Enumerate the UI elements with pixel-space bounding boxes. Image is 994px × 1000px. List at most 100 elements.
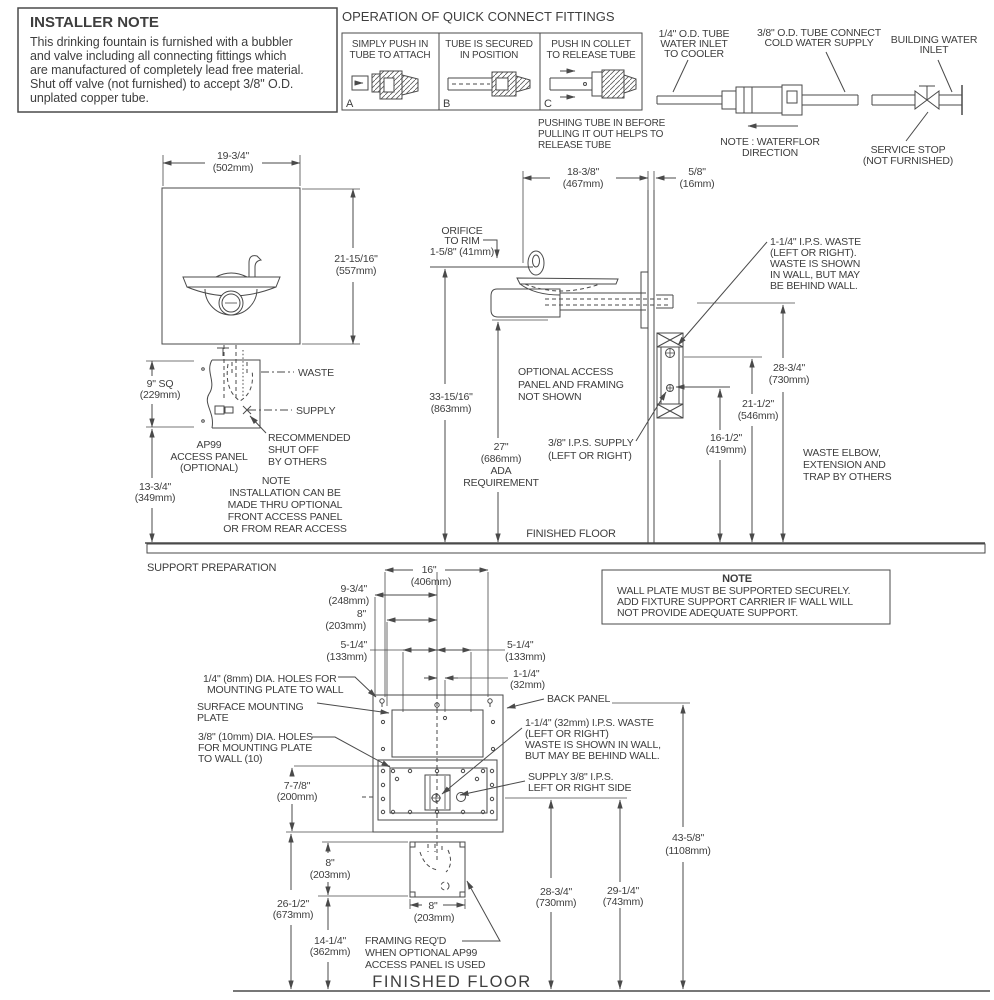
installer-note-line: This drinking fountain is furnished with… (30, 35, 293, 49)
dim-28-3-4-bottom-in: 28-3/4" (540, 886, 573, 898)
support-preparation-label: SUPPORT PREPARATION (147, 562, 277, 574)
access-panel-label: (OPTIONAL) (180, 462, 238, 474)
ada-label: REQUIREMENT (463, 477, 539, 489)
finished-floor-label-lower: FINISHED FLOOR (372, 973, 531, 991)
back-panel-label: BACK PANEL (547, 693, 611, 705)
installer-note-line: are manufactured of completely lead free… (30, 63, 304, 77)
dim-5-8-mm: (16mm) (680, 178, 715, 190)
waste-note-bottom: 1-1/4" (32mm) I.P.S. WASTE (525, 717, 654, 729)
dim-13-3-4-in: 13-3/4" (139, 481, 172, 493)
framing-note: WHEN OPTIONAL AP99 (365, 947, 477, 959)
waterflow-note: NOTE : WATERFLOR (720, 136, 820, 148)
building-inlet-label: BUILDING WATER (891, 34, 978, 46)
quarter-holes-note: 1/4" (8mm) DIA. HOLES FOR (203, 673, 337, 685)
dim-1-1-4-mm: (32mm) (510, 679, 545, 691)
dim-29-1-4-in: 29-1/4" (607, 885, 640, 897)
waste-elbow-note: EXTENSION AND (803, 459, 886, 471)
orifice-label: TO RIM (444, 235, 479, 247)
dim-1-1-4-in: 1-1/4" (513, 668, 540, 680)
front-view-linework (145, 155, 986, 554)
installer-note-line: and valve including all connecting fitti… (30, 49, 287, 63)
dim-5-1-4-right-in: 5-1/4" (507, 639, 534, 651)
dim-26-1-2-in: 26-1/2" (277, 898, 310, 910)
surface-plate-label: PLATE (197, 712, 229, 724)
panel-a-caption: SIMPLY PUSH IN (352, 39, 428, 50)
waterflow-note: DIRECTION (742, 147, 798, 159)
installer-note-title: INSTALLER NOTE (30, 14, 159, 31)
dim-5-8-in: 5/8" (688, 166, 706, 178)
dim-8-height-mm: (203mm) (310, 869, 351, 881)
dim-9sq-mm: (229mm) (140, 389, 181, 401)
installation-note-title: NOTE (262, 475, 291, 487)
supply-note: 3/8" I.P.S. SUPPLY (548, 437, 634, 449)
dim-9-3-4-mm: (248mm) (328, 595, 369, 607)
orifice-label: 1-5/8" (41mm) (430, 246, 494, 258)
dim-width-mm: (502mm) (213, 162, 254, 174)
three-eighths-holes-note: FOR MOUNTING PLATE (198, 742, 312, 754)
shutoff-note: RECOMMENDED (268, 432, 351, 444)
quick-connect-footnote: PUSHING TUBE IN BEFORE (538, 118, 666, 129)
dim-33-15-16-mm: (863mm) (431, 403, 472, 415)
dim-8-width-in: 8" (428, 900, 438, 912)
panel-a-caption: TUBE TO ATTACH (350, 50, 431, 61)
dim-29-1-4-mm: (743mm) (603, 896, 644, 908)
three-eighths-holes-note: TO WALL (10) (198, 753, 262, 765)
dim-width-in: 19-3/4" (217, 150, 250, 162)
dim-28-3-4-mm: (730mm) (769, 374, 810, 386)
dim-16-1-2-in: 16-1/2" (710, 432, 743, 444)
access-panel-label: AP99 (197, 439, 222, 451)
supply-label: SUPPLY (296, 405, 336, 417)
quick-connect-footnote: PULLING IT OUT HELPS TO (538, 129, 664, 140)
quick-connect-panels (341, 32, 643, 111)
dim-height-mm: (557mm) (336, 265, 377, 277)
waste-note-bottom: (LEFT OR RIGHT) (525, 728, 609, 740)
dim-14-1-4-mm: (362mm) (310, 946, 351, 958)
dim-8-width-mm: (203mm) (414, 912, 455, 924)
dim-7-7-8-mm: (200mm) (277, 791, 318, 803)
bottom-view-labels: 16" (406mm) 9-3/4" (248mm) 8" (203mm) 5-… (197, 564, 711, 991)
dim-28-3-4-in: 28-3/4" (773, 362, 806, 374)
waste-note: IN WALL, BUT MAY (770, 269, 860, 281)
installation-note-line: FRONT ACCESS PANEL (228, 511, 343, 523)
panel-c-letter: C (544, 98, 552, 110)
cold-water-label: COLD WATER SUPPLY (764, 37, 873, 49)
dim-5-1-4-left-mm: (133mm) (326, 651, 367, 663)
dim-9sq-in: 9" SQ (147, 378, 174, 390)
side-view-linework (430, 171, 795, 543)
installer-note-box (17, 7, 338, 113)
installer-note-text: INSTALLER NOTE This drinking fountain is… (30, 14, 304, 105)
inlet-diagram-labels: 1/4" O.D. TUBE WATER INLET TO COOLER 3/8… (659, 27, 978, 167)
dim-16-in: 16" (422, 564, 437, 576)
dim-7-7-8-in: 7-7/8" (284, 780, 311, 792)
dim-8-height-in: 8" (325, 857, 335, 869)
dim-43-5-8-mm: (1108mm) (665, 845, 710, 857)
wall-note-line: WALL PLATE MUST BE SUPPORTED SECURELY. (617, 585, 850, 597)
waste-elbow-note: TRAP BY OTHERS (803, 471, 892, 483)
dim-18-3-8-mm: (467mm) (563, 178, 604, 190)
shutoff-note: SHUT OFF (268, 444, 319, 456)
three-eighths-holes-note: 3/8" (10mm) DIA. HOLES (198, 731, 313, 743)
quick-connect-title: OPERATION OF QUICK CONNECT FITTINGS (342, 9, 615, 24)
optional-panel-note: OPTIONAL ACCESS (518, 366, 613, 378)
orifice-label: ORIFICE (441, 225, 482, 237)
dim-26-1-2-mm: (673mm) (273, 909, 314, 921)
wall-note-box (601, 569, 891, 625)
installer-note-line: Shut off valve (not furnished) to accept… (30, 77, 293, 91)
dim-9-3-4-in: 9-3/4" (341, 583, 368, 595)
supply-note-bottom: LEFT OR RIGHT SIDE (528, 782, 632, 794)
cold-water-label: 3/8" O.D. TUBE CONNECT (757, 27, 882, 39)
bottom-view-linework (233, 567, 990, 992)
installation-note-line: OR FROM REAR ACCESS (223, 523, 347, 535)
side-view-labels: 18-3/8" (467mm) 5/8" (16mm) ORIFICE TO R… (429, 166, 892, 540)
waste-note: 1-1/4" I.P.S. WASTE (770, 236, 861, 248)
framing-note: FRAMING REQ'D (365, 935, 447, 947)
wall-note-line: ADD FIXTURE SUPPORT CARRIER IF WALL WILL (617, 596, 853, 608)
dim-27-in: 27" (494, 441, 509, 453)
dim-33-15-16-in: 33-15/16" (429, 391, 473, 403)
access-panel-label: ACCESS PANEL (170, 451, 248, 463)
building-inlet-label: INLET (920, 44, 950, 56)
dim-43-5-8-in: 43-5/8" (672, 832, 705, 844)
wall-note-title: NOTE (722, 573, 752, 585)
waste-note-bottom: WASTE IS SHOWN IN WALL, (525, 739, 661, 751)
wall-note-text: NOTE WALL PLATE MUST BE SUPPORTED SECURE… (617, 573, 853, 619)
